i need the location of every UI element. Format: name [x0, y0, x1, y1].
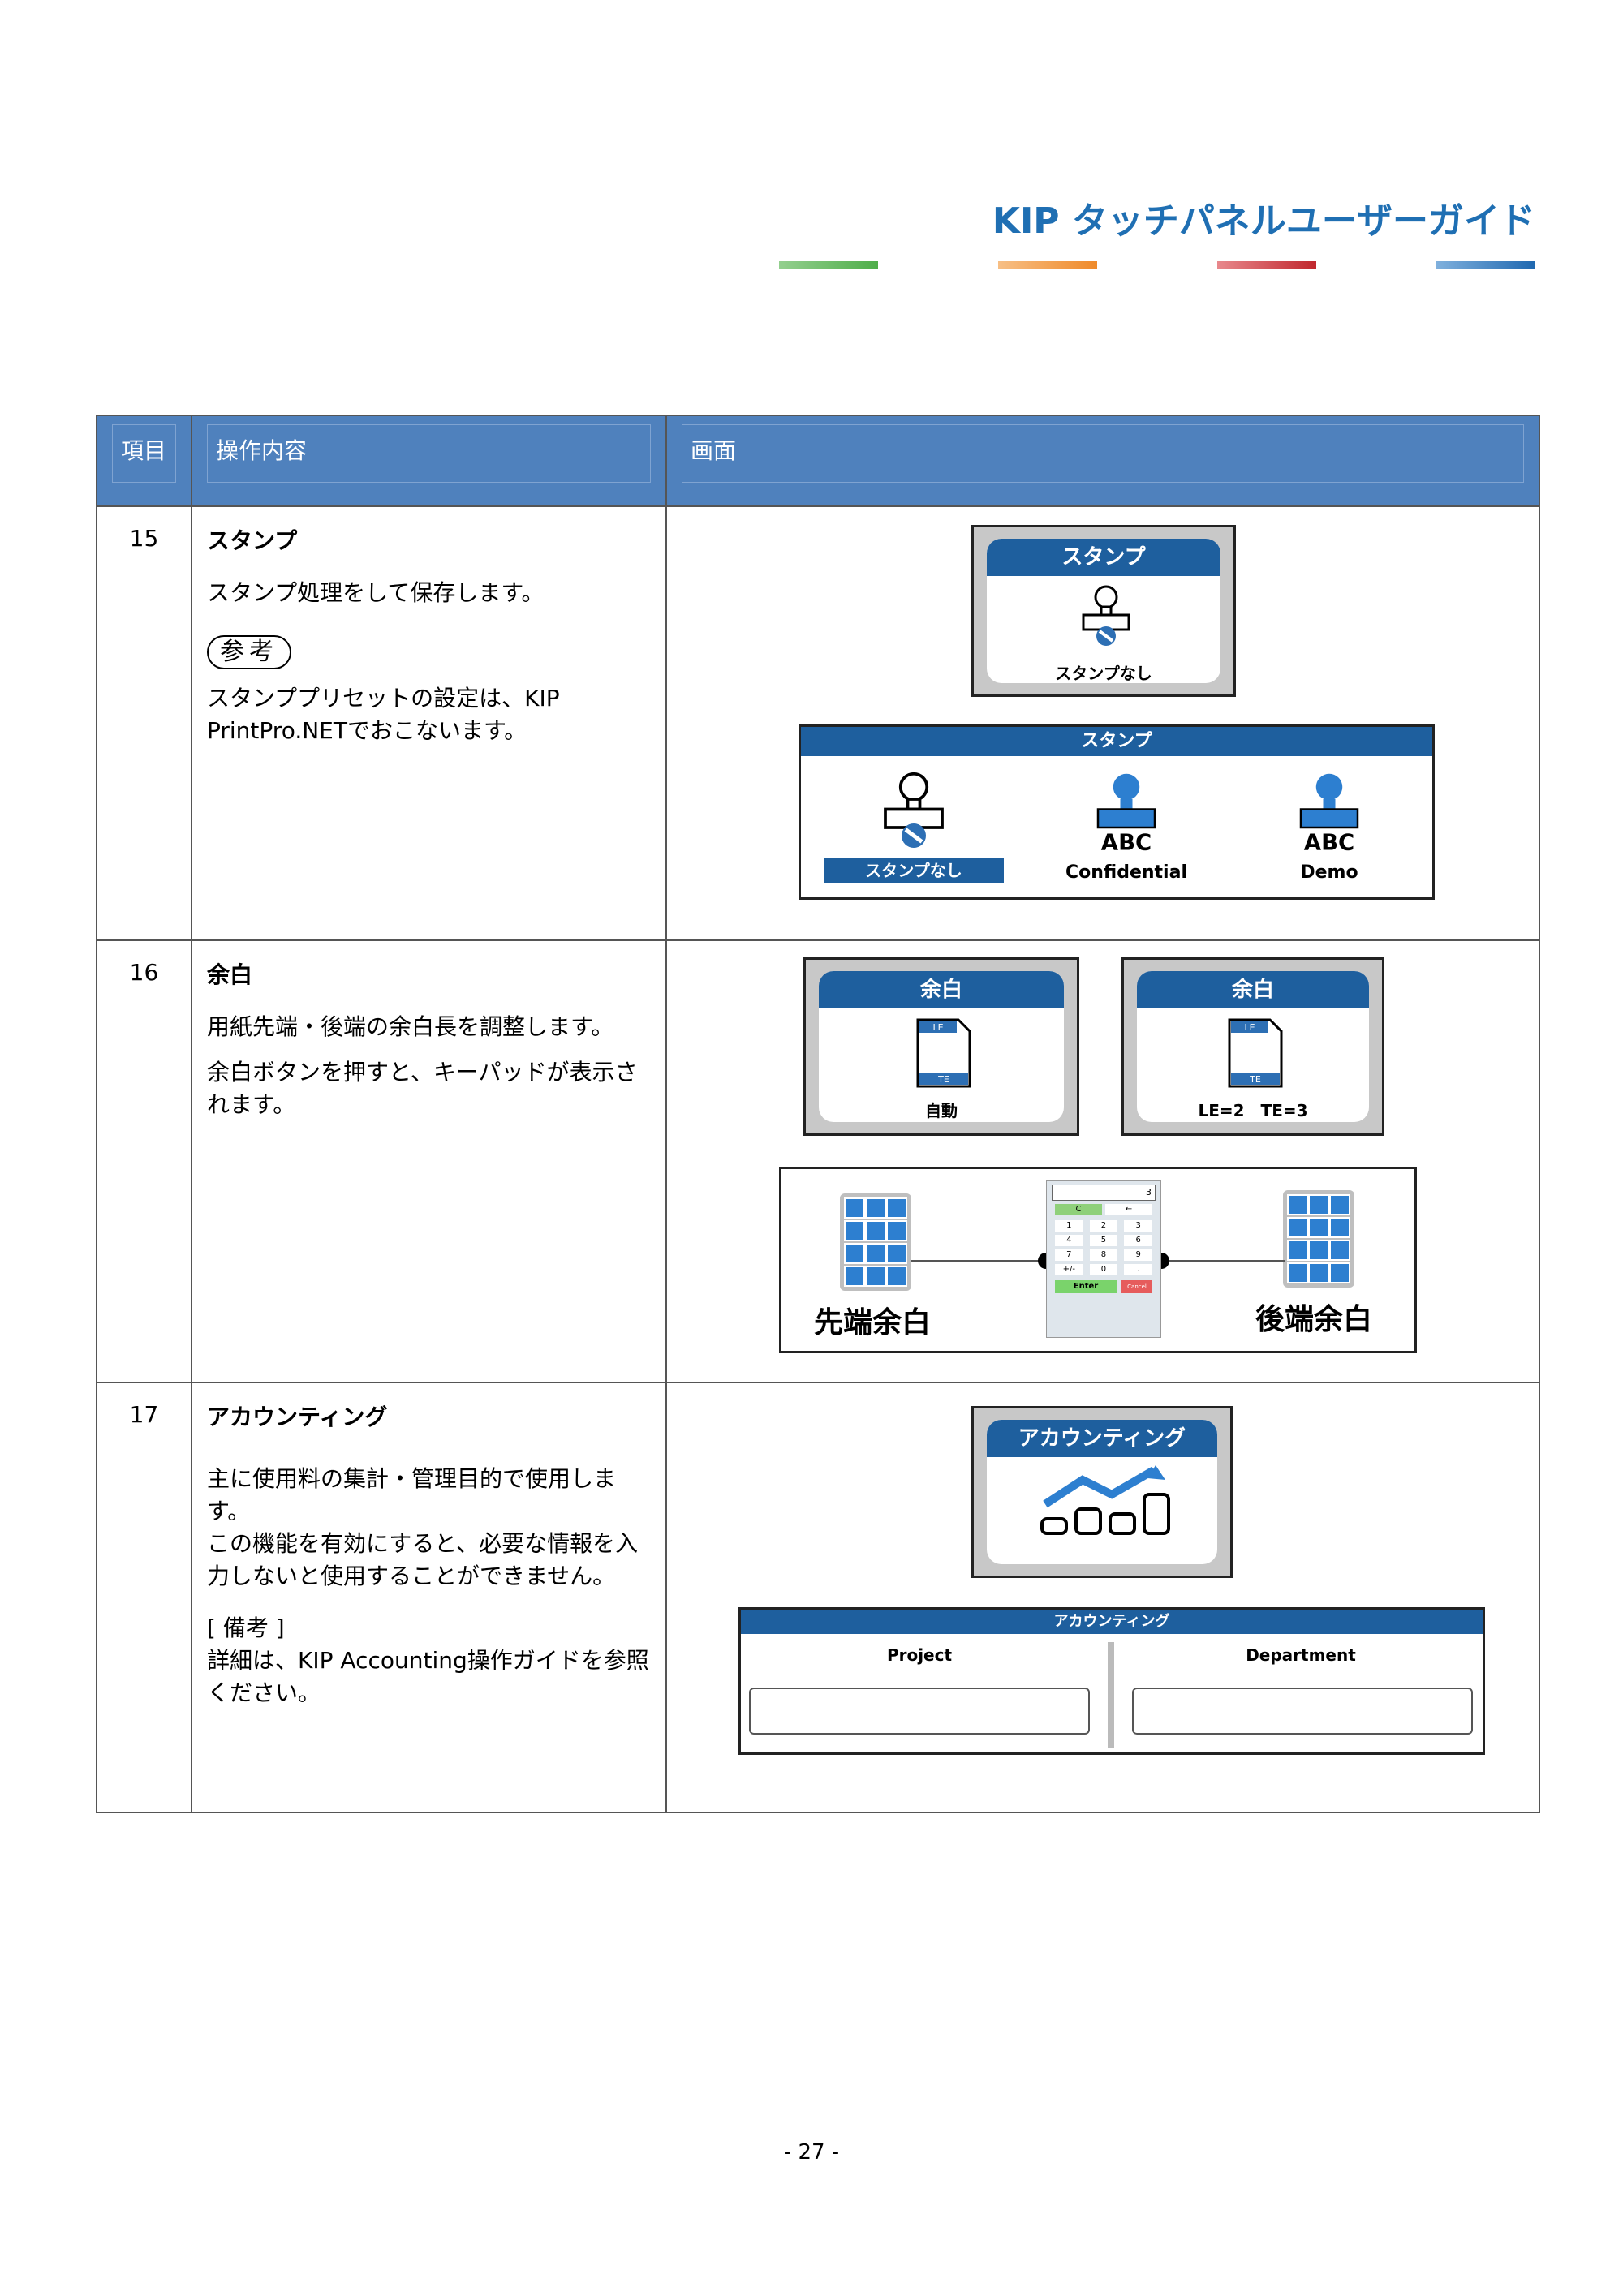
header-screen: 画面 — [665, 415, 1540, 507]
keypad-key[interactable]: . — [1124, 1264, 1152, 1275]
row-text: スタンププリセットの設定は、KIP PrintPro.NETでおこないます。 — [207, 685, 560, 744]
keypad-panel: 先端余白 後端余白 3 — [779, 1167, 1417, 1353]
page-number: - 27 - — [783, 2140, 840, 2165]
accent-bar-green — [779, 261, 878, 269]
keypad-key[interactable]: C — [1055, 1204, 1102, 1215]
row-number: 16 — [96, 939, 192, 1383]
keypad-key[interactable]: 6 — [1124, 1235, 1152, 1246]
button-label: スタンプなし — [1055, 664, 1152, 683]
accent-bar-red — [1217, 261, 1316, 269]
screen-cell: 余白 LE TE 自動 余白 — [665, 939, 1540, 1383]
chart-growth-icon — [1040, 1465, 1170, 1535]
row-text: 主に使用料の集計・管理目的で使用します。 — [207, 1465, 617, 1524]
table-row: 15 スタンプ スタンプ処理をして保存します。 参考 スタンププリセットの設定は… — [96, 505, 1540, 941]
accent-bar-orange — [998, 261, 1097, 269]
header-item: 項目 — [96, 415, 192, 507]
keypad-icon — [1283, 1190, 1354, 1288]
cancel-key[interactable]: Cancel — [1121, 1280, 1152, 1293]
row-text: スタンプ処理をして保存します。 — [207, 579, 545, 606]
stamp-button[interactable]: スタンプ スタンプなし — [971, 525, 1236, 697]
enter-key[interactable]: Enter — [1055, 1280, 1117, 1293]
accounting-button[interactable]: アカウンティング — [971, 1406, 1233, 1578]
keypad-key[interactable]: 2 — [1089, 1220, 1118, 1232]
button-label: LE=2 TE=3 — [1198, 1101, 1308, 1120]
button-label: 自動 — [925, 1101, 958, 1120]
row-text: 余白ボタンを押すと、キーパッドが表示されます。 — [207, 1059, 638, 1118]
keypad-icon — [840, 1193, 911, 1291]
button-header: アカウンティング — [987, 1420, 1217, 1457]
button-header: 余白 — [1137, 971, 1369, 1008]
document-title: KIP タッチパネルユーザーガイド — [992, 200, 1535, 242]
row-description: スタンプ スタンプ処理をして保存します。 参考 スタンププリセットの設定は、KI… — [191, 505, 667, 941]
row-description: アカウンティング 主に使用料の集計・管理目的で使用します。 この機能を有効にする… — [191, 1382, 667, 1813]
stamp-option-demo[interactable]: ABC Demo — [1239, 767, 1419, 889]
keypad-key[interactable]: 3 — [1124, 1220, 1152, 1232]
stamp-panel: スタンプ スタンプなし AB — [799, 724, 1435, 900]
panel-header: アカウンティング — [741, 1610, 1483, 1634]
row-description: 余白 用紙先端・後端の余白長を調整します。 余白ボタンを押すと、キーパッドが表示… — [191, 939, 667, 1383]
row-number: 17 — [96, 1382, 192, 1813]
margin-button-set[interactable]: 余白 LE TE LE=2 TE=3 — [1121, 957, 1384, 1136]
svg-text:LE: LE — [932, 1022, 943, 1033]
header-operation: 操作内容 — [191, 415, 667, 507]
margin-button-auto[interactable]: 余白 LE TE 自動 — [803, 957, 1079, 1136]
keypad-key[interactable]: ← — [1105, 1204, 1152, 1215]
keypad-key[interactable]: 7 — [1055, 1249, 1083, 1261]
svg-text:ABC: ABC — [1304, 830, 1354, 853]
leading-margin-label: 先端余白 — [814, 1306, 932, 1339]
trailing-margin-label: 後端余白 — [1255, 1303, 1373, 1336]
accent-bar-blue — [1436, 261, 1535, 269]
row-number: 15 — [96, 505, 192, 941]
connector-line — [911, 1260, 1046, 1262]
table-row: 17 アカウンティング 主に使用料の集計・管理目的で使用します。 この機能を有効… — [96, 1382, 1540, 1813]
svg-text:ABC: ABC — [1101, 830, 1152, 853]
row-title: スタンプ — [207, 527, 298, 554]
keypad-key[interactable]: 4 — [1055, 1235, 1083, 1246]
project-input[interactable] — [749, 1688, 1090, 1735]
department-label: Department — [1246, 1645, 1356, 1665]
button-header: 余白 — [819, 971, 1064, 1008]
keypad-key[interactable]: 0 — [1089, 1264, 1118, 1275]
page-margin-icon: LE TE — [1228, 1018, 1283, 1088]
operation-table: 項目 操作内容 画面 15 スタンプ スタンプ処理をして保存します。 参考 スタ… — [96, 415, 1540, 1813]
keypad-key[interactable]: 5 — [1089, 1235, 1118, 1246]
screen-cell: アカウンティング アカウンティング Project Departmen — [665, 1382, 1540, 1813]
accounting-panel: アカウンティング Project Department — [738, 1607, 1485, 1755]
option-label: Demo — [1300, 862, 1358, 883]
panel-divider — [1108, 1642, 1114, 1748]
stamp-abc-icon: ABC — [1299, 773, 1359, 853]
panel-header: スタンプ — [801, 727, 1432, 756]
keypad-key[interactable]: +/- — [1055, 1264, 1083, 1275]
row-text: 詳細は、KIP Accounting操作ガイドを参照ください。 — [207, 1647, 649, 1706]
keypad-key[interactable]: 1 — [1055, 1220, 1083, 1232]
row-text: 用紙先端・後端の余白長を調整します。 — [207, 1013, 614, 1040]
stamp-option-none[interactable]: スタンプなし — [824, 767, 1004, 889]
keypad-display: 3 — [1052, 1185, 1156, 1201]
connector-line — [1158, 1260, 1285, 1262]
option-label: Confidential — [1065, 862, 1187, 883]
department-input[interactable] — [1132, 1688, 1473, 1735]
row-title: アカウンティング — [207, 1404, 388, 1430]
row-text: [ 備考 ] — [207, 1615, 285, 1641]
row-title: 余白 — [207, 961, 253, 988]
keypad-popup: 3 C ← 1 2 3 4 5 6 7 8 9 — [1046, 1180, 1161, 1338]
screen-cell: スタンプ スタンプなし スタンプ — [665, 505, 1540, 941]
row-text: この機能を有効にすると、必要な情報を入力しないと使用することができません。 — [207, 1530, 639, 1589]
page-margin-icon: LE TE — [916, 1018, 971, 1088]
keypad-key[interactable]: 8 — [1089, 1249, 1118, 1261]
project-label: Project — [886, 1645, 953, 1665]
reference-badge: 参考 — [207, 635, 291, 669]
button-header: スタンプ — [987, 539, 1220, 576]
stamp-abc-icon: ABC — [1096, 773, 1156, 853]
svg-text:TE: TE — [937, 1074, 949, 1085]
stamp-option-confidential[interactable]: ABC Confidential — [1036, 767, 1216, 889]
svg-text:LE: LE — [1244, 1022, 1255, 1033]
option-label: スタンプなし — [824, 858, 1004, 883]
stamp-icon — [884, 772, 944, 848]
stamp-icon — [1082, 585, 1130, 646]
keypad-key[interactable]: 9 — [1124, 1249, 1152, 1261]
table-header-row: 項目 操作内容 画面 — [96, 415, 1540, 507]
table-row: 16 余白 用紙先端・後端の余白長を調整します。 余白ボタンを押すと、キーパッド… — [96, 939, 1540, 1383]
svg-text:TE: TE — [1249, 1074, 1261, 1085]
